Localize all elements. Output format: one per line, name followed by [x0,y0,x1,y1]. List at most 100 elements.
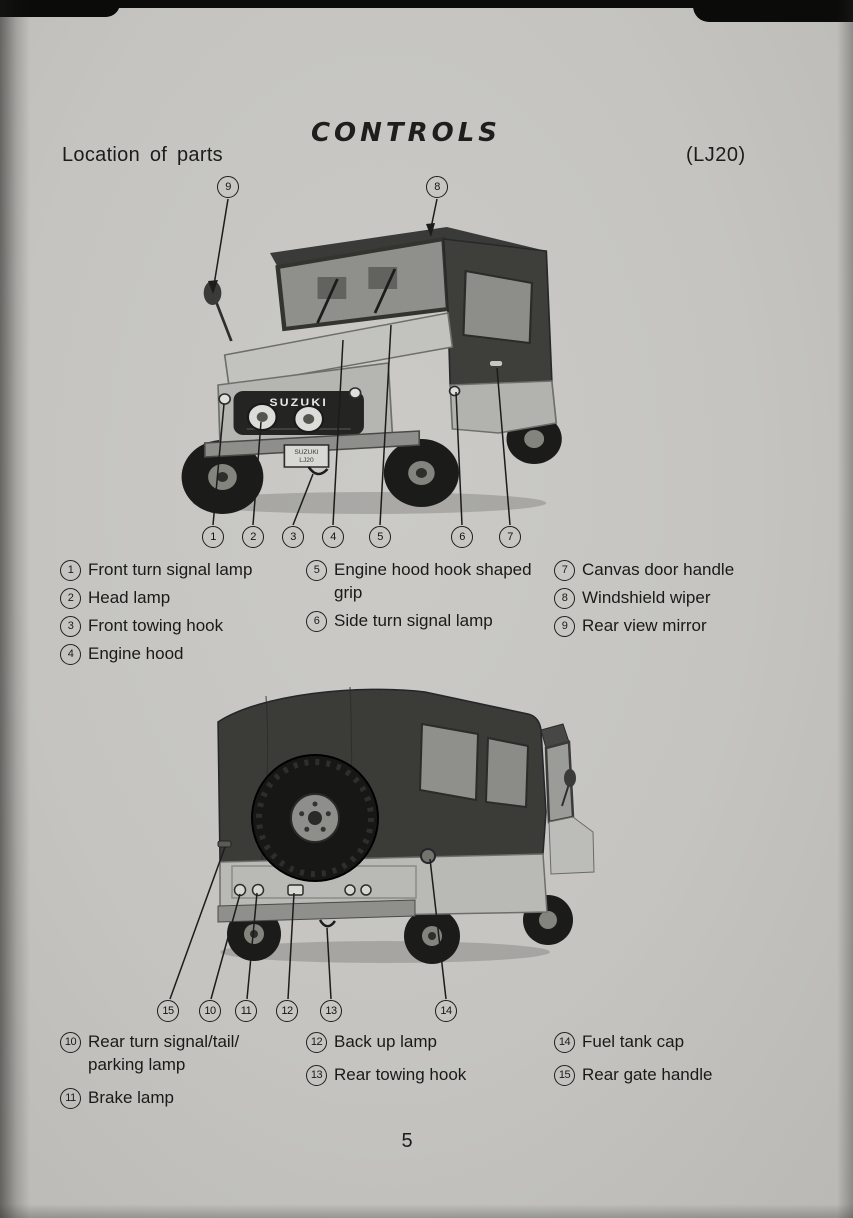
part-number-badge: 1 [60,560,81,581]
callout-11: 11 [235,1000,257,1022]
part-number-badge: 6 [306,610,327,632]
side-turn-signal-lamp [448,385,461,397]
part-number-badge: 7 [554,560,575,581]
section-heading: Location of parts [62,144,223,166]
legend-item-rear-towing-hook: 13 Rear towing hook [306,1063,552,1087]
rear-gate-handle [217,840,232,848]
rear-turn-signal-tail-parking-lamp [233,883,247,897]
windshield-wiper [316,278,339,324]
legend-rear-column-1: 10 Rear turn signal/tail/ parking lamp 1… [60,1030,298,1119]
part-label: Rear towing hook [334,1064,467,1084]
rear-view-mirror [203,281,222,305]
part-label: Front turn signal lamp [88,560,253,579]
head-lamp-center [303,414,315,424]
part-number-badge: 3 [60,615,81,637]
scan-edge-top [0,0,853,8]
front-turn-signal-lamp [348,387,362,399]
part-number-badge: 12 [306,1032,327,1053]
fuel-tank-cap [420,848,436,864]
tail-lamp [360,884,372,896]
part-label: Front towing hook [88,615,224,635]
interior-shadow [368,267,398,289]
part-label: Rear gate handle [582,1064,713,1084]
soft-top-roof [270,227,547,267]
legend-rear-column-2: 12 Back up lamp 13 Rear towing hook [306,1030,552,1096]
license-plate-line1: SUZUKI [294,449,319,456]
head-lamp-center [256,412,268,422]
part-number-badge: 9 [554,615,575,637]
callout-9: 9 [217,176,239,198]
part-number-badge: 2 [60,587,81,609]
legend-item-engine-hood-hook-grip: 5 Engine hood hook shaped grip [306,558,554,605]
front-towing-hook [307,466,329,476]
scan-corner-top-right [693,0,853,22]
back-up-lamp [287,884,304,896]
page-title: CONTROLS [310,118,502,148]
part-number-badge: 11 [60,1087,81,1109]
mirror-stalk [561,783,570,807]
part-label: Fuel tank cap [582,1032,685,1051]
part-number-badge: 13 [306,1064,327,1086]
legend-item-head-lamp: 2 Head lamp [60,586,306,610]
legend-item-front-towing-hook: 3 Front towing hook [60,614,306,638]
part-label: Back up lamp [334,1032,437,1051]
ground-shadow [220,941,550,963]
part-number-badge: 10 [60,1032,81,1053]
callout-2: 2 [242,526,264,548]
legend-item-front-turn-signal-lamp: 1 Front turn signal lamp [60,558,306,582]
legend-rear-column-3: 14 Fuel tank cap 15 Rear gate handle [554,1030,806,1096]
scan-edge-bottom [0,1204,853,1218]
brake-lamp [251,883,265,897]
rear-view-illustration [217,686,595,964]
legend-item-side-turn-signal-lamp: 6 Side turn signal lamp [306,609,554,633]
windshield-wiper [373,268,397,314]
model-label: (LJ20) [686,144,746,166]
part-number-badge: 8 [554,587,575,609]
callout-6: 6 [451,526,473,548]
part-label: Rear view mirror [582,615,707,635]
legend-item-windshield-wiper: 8 Windshield wiper [554,586,806,610]
callout-4: 4 [322,526,344,548]
canvas-window [462,269,534,345]
callout-1: 1 [202,526,224,548]
callout-13: 13 [320,1000,342,1022]
part-label: Windshield wiper [582,587,711,607]
grille-brand-text: SUZUKI [270,397,328,408]
rear-view-mirror [564,769,576,787]
part-label: Side turn signal lamp [334,610,493,630]
part-label: Canvas door handle [582,560,735,579]
callout-3: 3 [282,526,304,548]
callout-10: 10 [199,1000,221,1022]
front-view-illustration: SUZUKI SUZUKI LJ20 [181,227,562,514]
scan-edge-right [837,0,853,1218]
legend-front-column-1: 1 Front turn signal lamp 2 Head lamp 3 F… [60,558,306,670]
page-number: 5 [401,1130,413,1152]
scan-corner-top-left [0,0,120,17]
legend-item-rear-gate-handle: 15 Rear gate handle [554,1063,806,1087]
license-plate-line2: LJ20 [299,457,314,464]
callout-12: 12 [276,1000,298,1022]
callout-15: 15 [157,1000,179,1022]
part-number-badge: 5 [306,560,327,581]
legend-front-column-2: 5 Engine hood hook shaped grip 6 Side tu… [306,558,554,637]
front-turn-signal-lamp [218,393,232,405]
part-label: Head lamp [88,587,171,607]
callout-14: 14 [435,1000,457,1022]
legend-item-rear-turn-signal-tail-parking-lamp: 10 Rear turn signal/tail/ parking lamp [60,1030,298,1077]
canvas-door-handle [489,361,503,366]
callout-7: 7 [499,526,521,548]
legend-front-column-3: 7 Canvas door handle 8 Windshield wiper … [554,558,806,642]
part-label: Rear turn signal/tail/ parking lamp [88,1032,240,1074]
legend-item-fuel-tank-cap: 14 Fuel tank cap [554,1030,806,1054]
canvas-window [484,736,530,809]
tail-lamp [344,884,356,896]
legend-item-engine-hood: 4 Engine hood [60,642,306,666]
part-label: Brake lamp [88,1087,174,1107]
spare-tire [251,754,379,882]
rear-towing-hook [318,919,337,928]
body-side [449,380,558,434]
legend-item-canvas-door-handle: 7 Canvas door handle [554,558,806,582]
front-fender [548,816,595,875]
mirror-stalk [214,300,233,342]
